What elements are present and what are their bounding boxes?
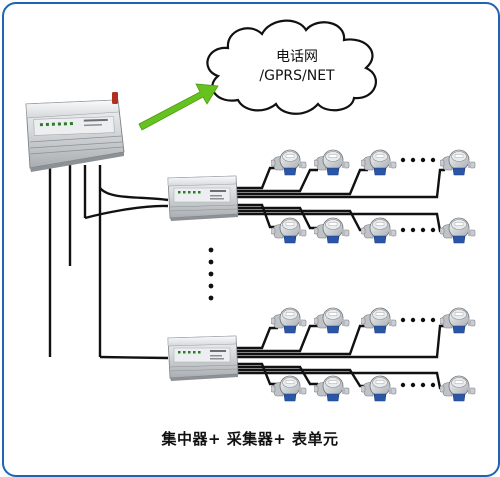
water-meter-icon xyxy=(314,375,350,402)
cloud-label-line2: /GPRS/NET xyxy=(259,68,335,84)
water-meter-icon xyxy=(314,307,350,334)
antenna-icon xyxy=(112,92,118,104)
uplink-arrow xyxy=(138,83,219,131)
water-meter-icon xyxy=(440,307,476,334)
water-meter-icon xyxy=(271,149,307,176)
cloud-label-line1: 电话网 xyxy=(276,49,318,65)
water-meter-icon xyxy=(361,375,397,402)
water-meter-icon xyxy=(361,149,397,176)
diagram-caption: 集中器+ 采集器+ 表单元 xyxy=(161,430,339,448)
water-meter-icon xyxy=(361,217,397,244)
water-meter-icon xyxy=(440,375,476,402)
water-meter-icon xyxy=(440,217,476,244)
concentrator-device-icon xyxy=(25,92,125,172)
continuation-dots xyxy=(208,157,436,388)
collector-device-icon xyxy=(167,335,239,382)
water-meter-icon xyxy=(271,307,307,334)
water-meter-icon xyxy=(271,375,307,402)
network-cloud xyxy=(206,19,377,115)
water-meter-icon xyxy=(361,307,397,334)
water-meter-icon xyxy=(314,217,350,244)
water-meter-icon xyxy=(314,149,350,176)
wiring xyxy=(48,165,445,390)
water-meter-icon xyxy=(440,149,476,176)
collector-device-icon xyxy=(167,175,239,222)
water-meter-icon xyxy=(271,217,307,244)
